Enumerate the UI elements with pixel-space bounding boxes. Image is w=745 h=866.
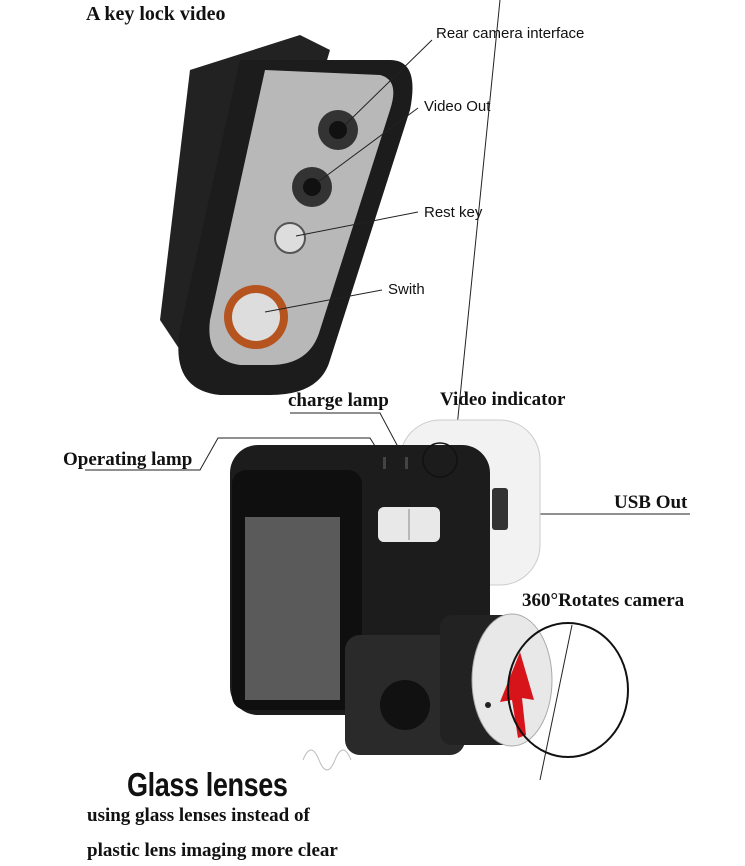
operating-lamp xyxy=(383,457,386,469)
glass-lens xyxy=(380,680,430,730)
label-charge-lamp: charge lamp xyxy=(288,390,389,411)
label-usb-out: USB Out xyxy=(614,492,688,513)
glass-lenses-description-line1: using glass lenses instead of xyxy=(87,805,310,826)
label-operating-lamp: Operating lamp xyxy=(63,449,193,470)
rotate-highlight-circle xyxy=(507,622,629,758)
glass-lenses-heading: Glass lenses xyxy=(127,766,288,803)
rotate-arrow xyxy=(500,652,534,738)
label-360-rotates-camera: 360°Rotates camera xyxy=(522,590,685,611)
dashcam-front-view xyxy=(230,419,629,771)
switch-button xyxy=(232,293,280,341)
label-switch: Swith xyxy=(388,281,425,298)
label-video-indicator: Video indicator xyxy=(440,389,566,410)
dashcam-side-view xyxy=(160,35,413,395)
charge-lamp xyxy=(405,457,408,469)
lcd-screen xyxy=(245,517,340,700)
title-key-lock-video: A key lock video xyxy=(86,3,226,25)
label-rear-camera-interface: Rear camera interface xyxy=(436,25,585,42)
label-rest-key: Rest key xyxy=(424,204,483,221)
cable xyxy=(302,749,352,771)
label-video-out: Video Out xyxy=(424,98,491,115)
glass-lenses-description-line2: plastic lens imaging more clear xyxy=(87,840,338,861)
reset-key xyxy=(274,222,306,254)
video-indicator-circle xyxy=(422,442,458,478)
usb-port xyxy=(492,488,508,530)
